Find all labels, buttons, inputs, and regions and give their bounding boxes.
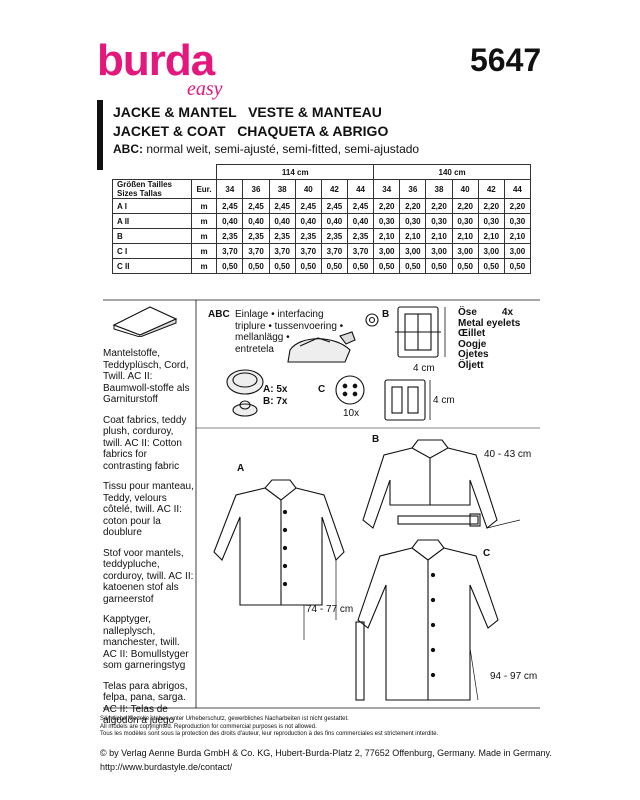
burda-logo: burda easy	[97, 36, 247, 106]
view-b-drawing	[362, 439, 521, 529]
yardage-cell: 2,35	[216, 228, 244, 244]
size-header-line-2: Sizes Tallas	[117, 189, 162, 198]
buckle-height: 4 cm	[413, 363, 435, 374]
view-a-length: 74 - 77 cm	[306, 604, 354, 615]
buttons-count: 10x	[343, 408, 360, 419]
interfacing-line: mellanlägg •	[235, 332, 290, 343]
copyright-line: All models are copyrighted. Reproduction…	[100, 723, 317, 730]
notions-b-label: B	[382, 309, 390, 320]
fabric-bolt-icon	[112, 306, 178, 337]
view-a-label: A	[237, 463, 245, 474]
eyelets-line: Öljett	[458, 359, 484, 371]
yardage-cell: 2,20	[503, 198, 532, 214]
yardage-cell: 0,50	[294, 258, 322, 274]
view-c-drawing	[355, 539, 499, 701]
view-c-length: 94 - 97 cm	[490, 671, 538, 682]
snaps-text: A: 5x B: 7x	[263, 384, 287, 407]
eyelets-line: Œillet	[458, 328, 486, 339]
yardage-cell: 2,45	[216, 198, 244, 214]
yardage-cell: 0,50	[216, 258, 244, 274]
size-header-line-1: Größen Tailles	[117, 180, 172, 189]
pattern-number: 5647	[470, 42, 542, 78]
row-label: C II	[112, 258, 192, 274]
view-c-label: C	[483, 548, 491, 559]
yardage-cell: 3,00	[503, 243, 532, 259]
eyelets-line: Öse 4x	[458, 307, 514, 318]
eyelet-icon	[365, 313, 379, 327]
yardage-cell: 0,50	[399, 258, 427, 274]
fit-description: ABC: normal weit, semi-ajusté, semi-fitt…	[113, 142, 419, 156]
yardage-cell: 0,50	[451, 258, 479, 274]
fabric-text-sv: Kapptyger, nalleplysch, manchester, twil…	[103, 614, 189, 671]
interfacing-line: entretela	[235, 343, 274, 355]
notions-c-label: C	[318, 384, 326, 395]
view-b-length: 40 - 43 cm	[484, 449, 532, 460]
fit-prefix: ABC:	[113, 142, 143, 156]
interfacing-text: Einlage • interfacing triplure • tussenv…	[235, 309, 343, 355]
yardage-cell: 0,50	[320, 258, 349, 274]
snap-button-icon	[226, 369, 264, 417]
fabric-text-es: Telas para abrigos, felpa, pana, sarga. …	[103, 680, 188, 727]
copyright-notice: Sämtliche Modelle stehen unter Urhebersc…	[100, 716, 540, 739]
fabric-text-nl: Stof voor mantels, teddypluche, corduroy…	[103, 547, 194, 605]
title-bar-divider	[97, 100, 103, 170]
slider-height: 4 cm	[433, 395, 455, 406]
buckle-icon	[395, 306, 446, 358]
fabric-text-fr: Tissu pour manteau, Teddy, velours côtel…	[103, 481, 194, 538]
view-a-drawing	[213, 479, 345, 640]
publisher-line: © by Verlag Aenne Burda GmbH & Co. KG, H…	[100, 748, 552, 758]
title-line-2: JACKET & COAT CHAQUETA & ABRIGO	[113, 123, 389, 139]
yardage-cell: 0,50	[503, 258, 532, 274]
notions-abc-label: ABC	[208, 309, 230, 320]
belt-slider-icon	[384, 379, 431, 421]
title-line-1: JACKE & MANTEL VESTE & MANTEAU	[113, 104, 382, 120]
interfacing-iron-icon	[287, 331, 356, 363]
copyright-line: Tous les modèles sont sous la protection…	[100, 731, 439, 737]
fit-text: normal weit, semi-ajusté, semi-fitted, s…	[143, 142, 420, 156]
interfacing-line: Einlage • interfacing	[235, 309, 324, 320]
copyright-line: Sämtliche Modelle stehen unter Urhebersc…	[100, 716, 349, 722]
eyelets-line: Metal eyelets	[458, 317, 521, 329]
contact-link[interactable]: http://www.burdastyle.de/contact/	[100, 762, 233, 772]
eyelets-line: Ojetes	[458, 349, 489, 360]
fabric-recommendations: Mantelstoffe, Teddyplüsch, Cord, Twill. …	[103, 348, 195, 736]
view-b-label: B	[372, 434, 380, 445]
snaps-line: A: 5x	[263, 384, 288, 395]
coat-button-icon	[335, 375, 365, 405]
logo-subword: easy	[187, 78, 223, 100]
yardage-cell: 2,10	[503, 228, 532, 244]
snaps-line: B: 7x	[263, 395, 288, 407]
eyelets-line: Oogje	[458, 338, 487, 350]
fabric-text-de: Mantelstoffe, Teddyplüsch, Cord, Twill. …	[103, 348, 190, 405]
logo-wordmark: burda	[97, 36, 215, 85]
interfacing-line: triplure • tussenvoering •	[235, 320, 344, 332]
table-group-row: 114 cm 140 cm	[112, 164, 531, 180]
eyelets-text: Öse 4x Metal eyelets Œillet Oogje Ojetes…	[458, 307, 521, 371]
fabric-text-en: Coat fabrics, teddy plush, corduroy, twi…	[103, 414, 187, 472]
yardage-cell: 0,50	[346, 258, 375, 274]
